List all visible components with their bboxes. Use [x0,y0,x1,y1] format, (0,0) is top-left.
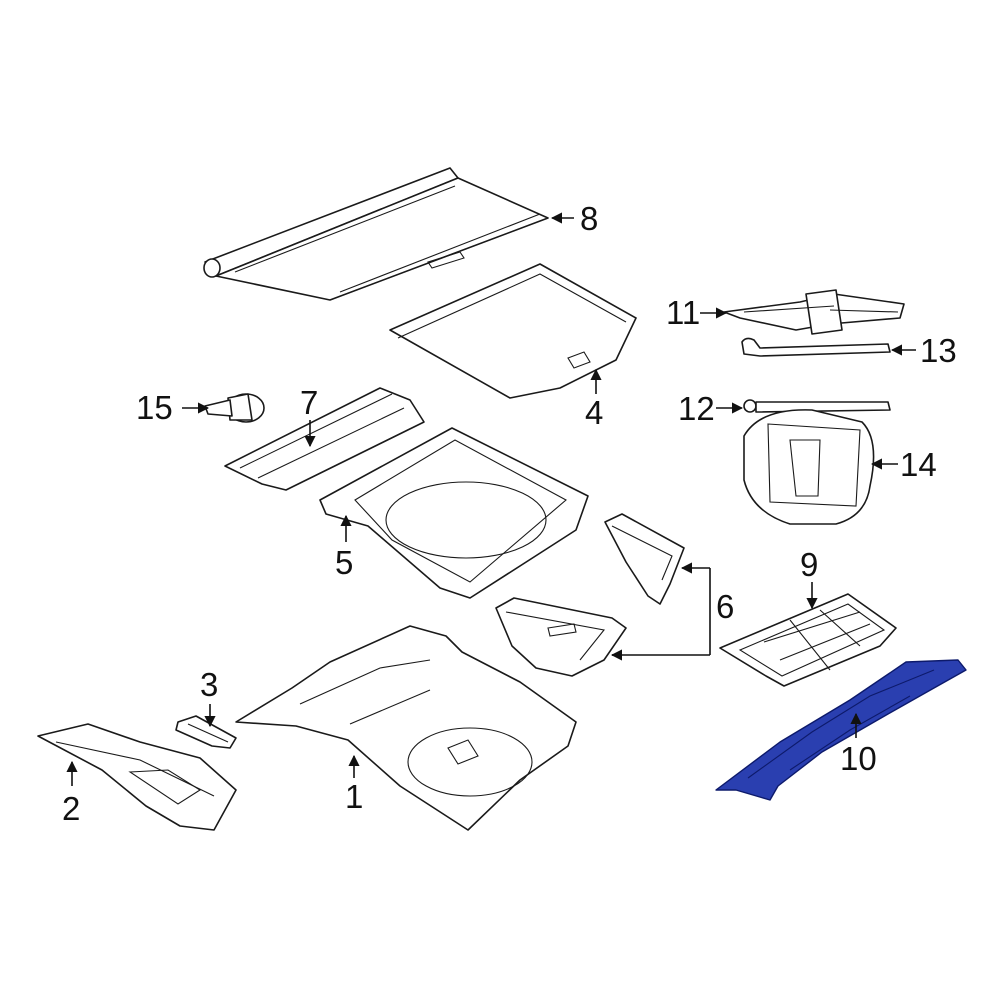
callout-13: 13 [920,332,957,369]
callout-14: 14 [900,446,937,483]
part-3-bracket[interactable] [175,715,237,749]
leader-lines [66,212,916,786]
part-1-floor-pan[interactable] [235,625,577,831]
callout-7: 7 [300,384,318,421]
part-10-sill-trim[interactable] [715,659,967,801]
callout-labels: 8 4 7 15 5 6 1 3 2 11 13 12 14 9 10 [62,200,957,827]
part-5-cargo-tub[interactable] [319,427,589,599]
callout-9: 9 [800,546,818,583]
callout-6: 6 [716,588,734,625]
callout-8: 8 [580,200,598,237]
part-14-tool-tray[interactable] [743,409,875,525]
part-12-lug-wrench[interactable] [743,399,891,413]
callout-2: 2 [62,790,80,827]
part-8-cargo-cover[interactable] [203,167,549,301]
part-13-handle[interactable] [741,337,891,357]
callout-3: 3 [200,666,218,703]
callout-12: 12 [678,390,715,427]
part-4-load-floor[interactable] [389,263,637,399]
part-7-trim-panel[interactable] [224,387,425,491]
part-11-jack[interactable] [723,289,905,335]
part-2-side-floor[interactable] [37,723,237,831]
callout-5: 5 [335,544,353,581]
callout-1: 1 [345,778,363,815]
callout-10: 10 [840,740,877,777]
part-6-storage-bins[interactable] [495,513,685,677]
callout-11: 11 [666,294,700,331]
callout-15: 15 [136,389,173,426]
callout-4: 4 [585,394,603,431]
part-9-cargo-net[interactable] [719,593,897,687]
part-15-fastener[interactable] [204,393,265,423]
